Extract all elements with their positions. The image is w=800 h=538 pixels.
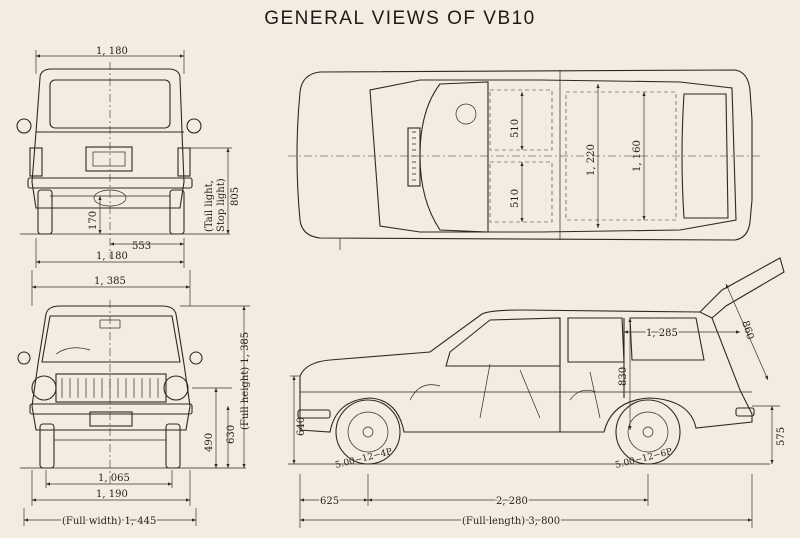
dim-rear-bottom-width: 1, 180 <box>96 251 128 262</box>
front-view: 1, 385 1, 065 1, 190 (Full width) 1, 445… <box>17 270 251 529</box>
dim-cargo-width: 1, 160 <box>632 140 643 172</box>
dim-seat-width-front: 510 <box>510 119 521 138</box>
dim-cargo-length: 1, 285 <box>646 328 678 339</box>
top-view: 510 510 1, 220 1, 160 <box>288 69 760 250</box>
dim-interior-width: 1, 220 <box>586 144 597 176</box>
drawing-title: GENERAL VIEWS OF VB10 <box>264 8 536 29</box>
dim-front-height: 640 <box>296 417 307 436</box>
dim-full-length: (Full length) 3, 800 <box>462 516 560 527</box>
dim-front-track: 1, 065 <box>98 473 130 484</box>
dim-rear-overhang-height: 575 <box>776 427 787 446</box>
dim-half-track: 553 <box>132 241 151 252</box>
dim-overall-width-top: 1, 385 <box>94 276 126 287</box>
dim-tailgate-opening: 860 <box>739 320 755 342</box>
rear-view: 1, 180 553 1, 180 170 (Tail light, Stop … <box>16 46 241 268</box>
dim-seat-width-rear: 510 <box>510 189 521 208</box>
tail-light-label-1: (Tail light, <box>204 180 215 232</box>
dim-side-height: 830 <box>618 367 629 386</box>
dim-rear-top-width: 1, 180 <box>96 46 128 57</box>
dim-bumper-height: 630 <box>226 425 237 444</box>
dim-headlight-height: 490 <box>204 433 215 452</box>
side-view: 5.00−12−4P 5.00−12−6P 1, 285 860 830 640… <box>288 257 787 529</box>
dim-full-width: (Full width) 1, 445 <box>62 516 156 527</box>
dim-full-height: (Full height) 1, 385 <box>240 332 251 430</box>
tail-light-label-2: Stop light) <box>216 178 227 232</box>
dim-wheelbase: 2, 280 <box>496 496 528 507</box>
dim-tail-light-height: 805 <box>230 187 241 206</box>
dim-ground-clearance: 170 <box>88 211 99 230</box>
dim-front-width: 1, 190 <box>96 489 128 500</box>
dim-front-overhang: 625 <box>320 496 339 507</box>
